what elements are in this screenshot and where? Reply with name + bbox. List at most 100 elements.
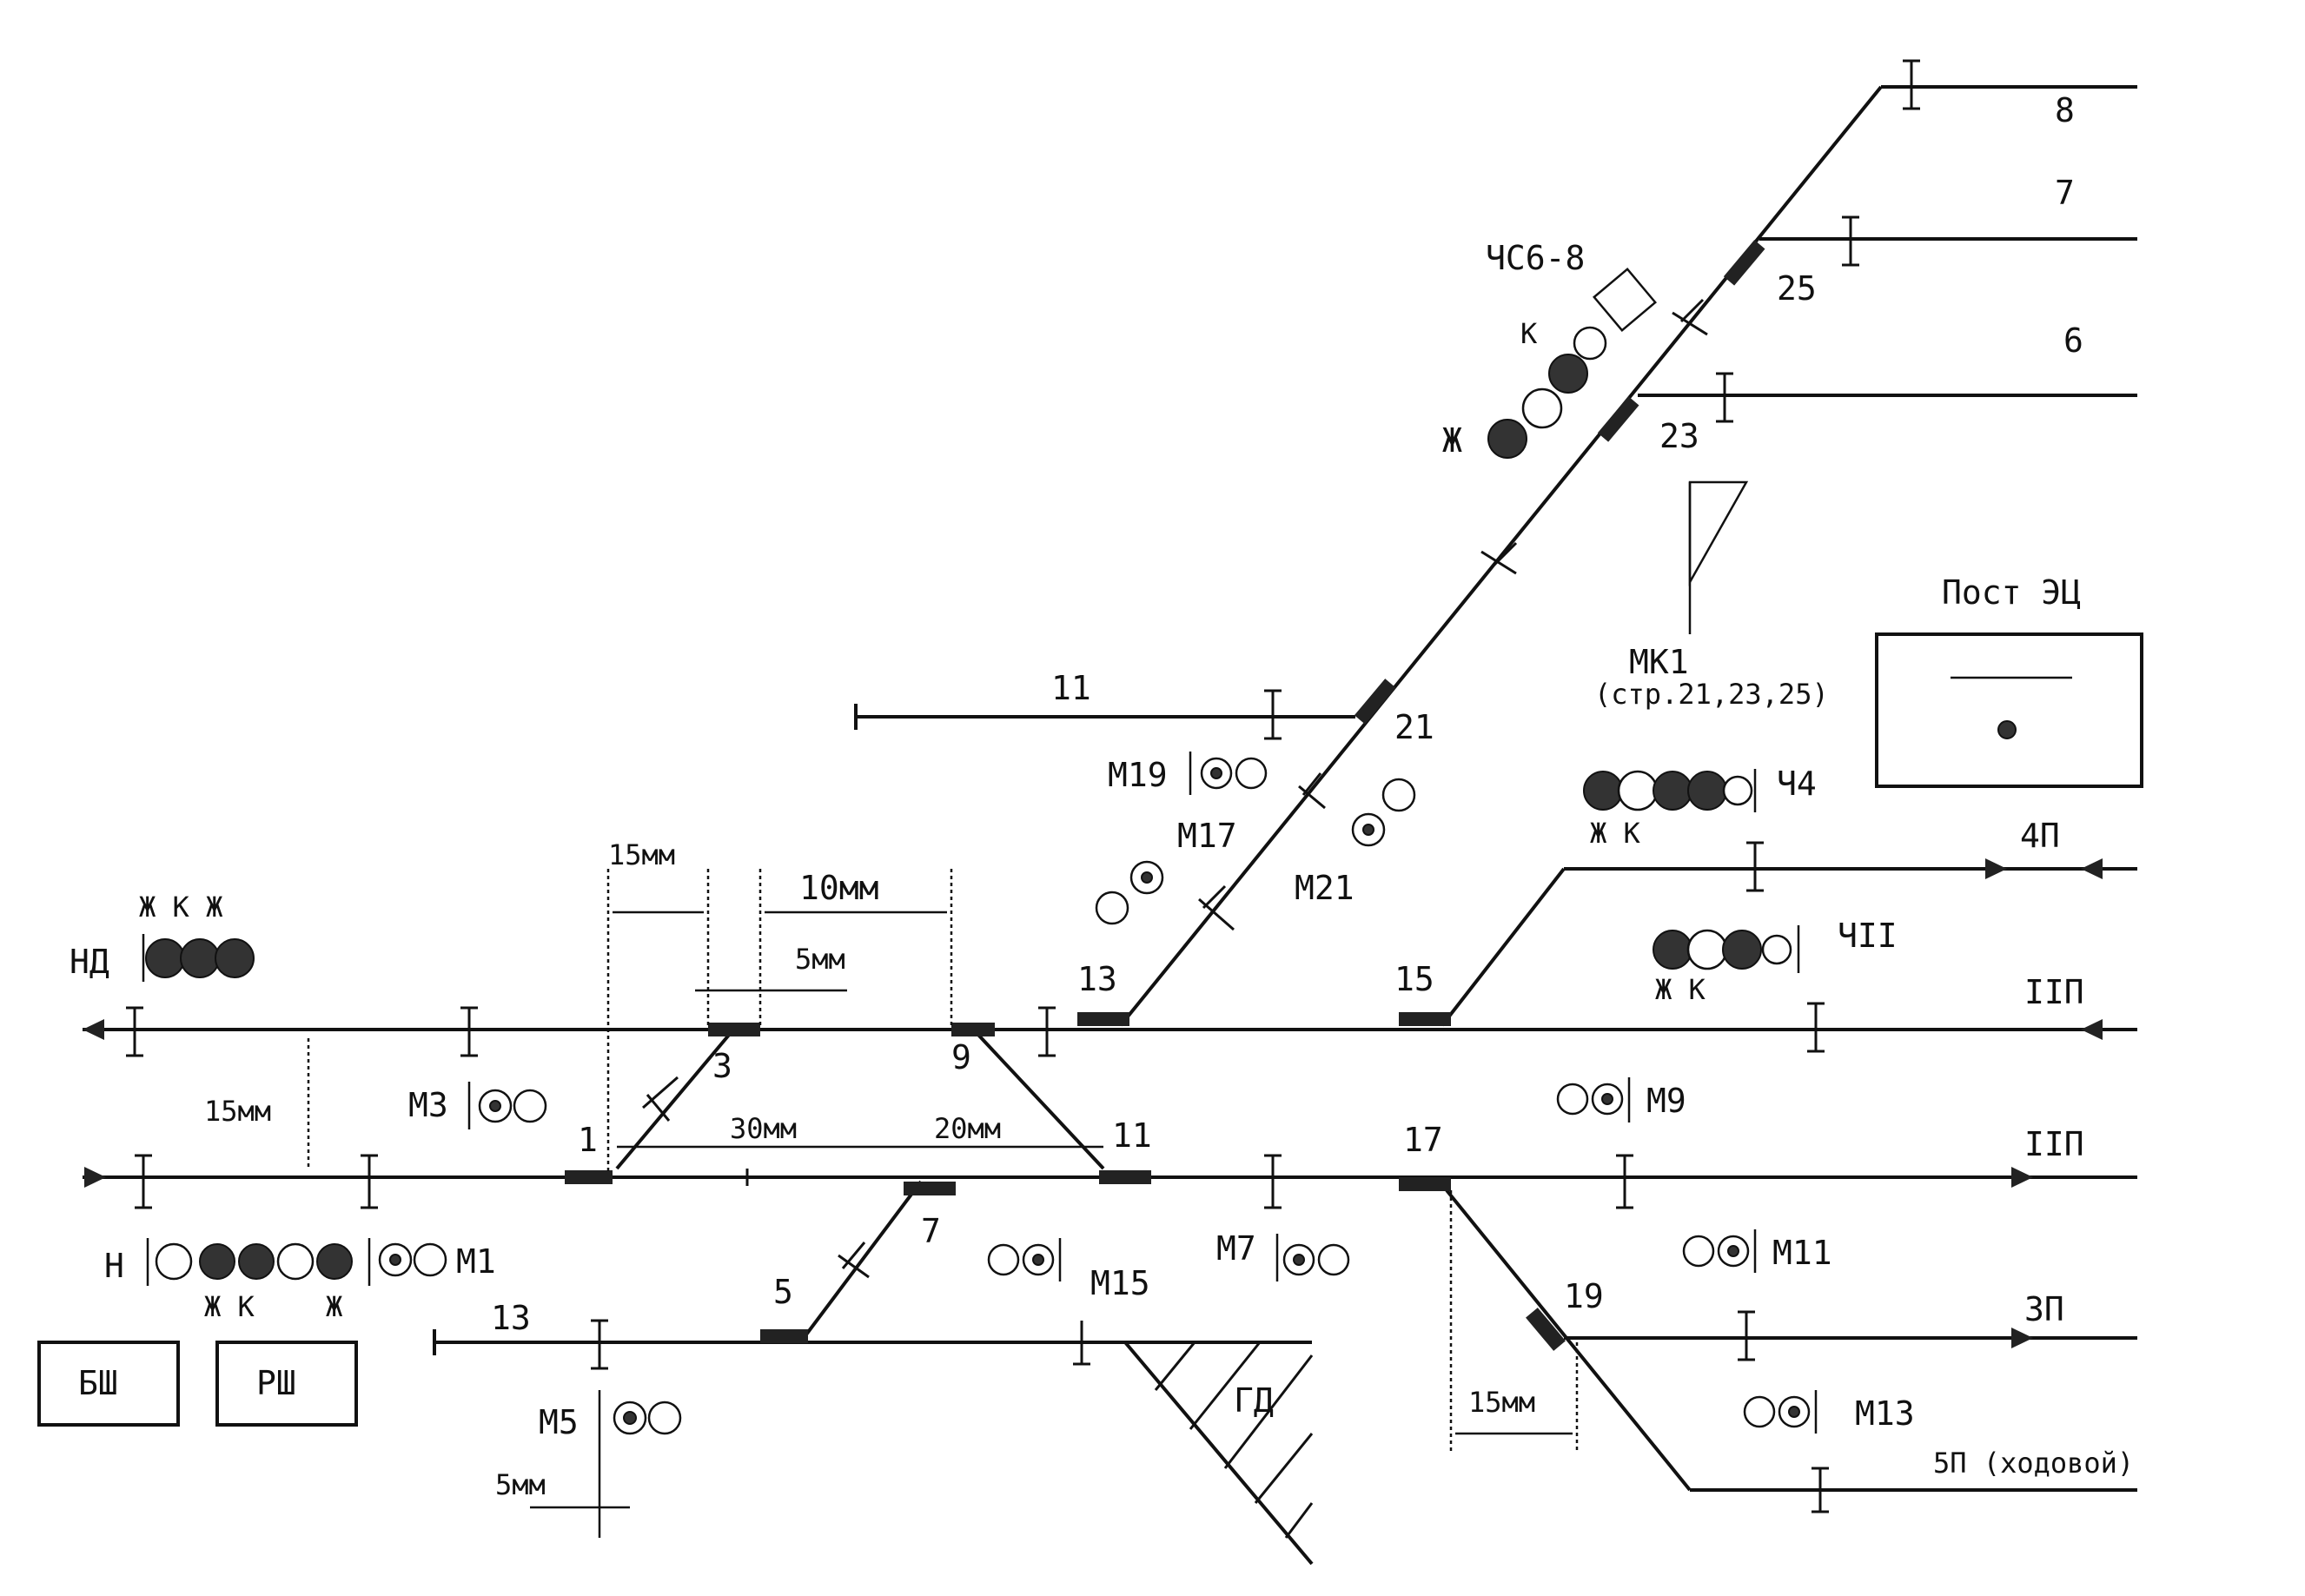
mk1-sub: (стр.21,23,25) [1594, 678, 1829, 711]
lamp [1095, 891, 1129, 925]
signal-n-lamp-labels-2: Ж [326, 1290, 343, 1323]
switch-25-label: 25 [1777, 269, 1817, 308]
signal-m3-label: M3 [408, 1086, 448, 1124]
signal-chs-k-label: К [1520, 317, 1538, 350]
post-ec-label: Пост ЭЦ [1942, 573, 2081, 612]
switch-3-points [708, 1023, 760, 1036]
lamp [316, 1243, 353, 1280]
gd-border [1123, 1341, 1314, 1566]
dim-5-top-label: 5мм [795, 943, 845, 976]
joint [1616, 1154, 1633, 1209]
switch-9-points [951, 1023, 995, 1036]
cabinets: БШ РШ [37, 1341, 358, 1427]
joint [591, 1319, 608, 1370]
dim-20-label: 20мм [934, 1112, 1001, 1145]
switch-labels: 1 3 9 11 13 15 17 7 5 19 21 23 25 [578, 269, 1817, 1315]
bsh-label: БШ [78, 1364, 118, 1402]
signal-m21-label: M21 [1295, 869, 1355, 907]
lamp [1653, 930, 1692, 970]
signal-m3: M3 [408, 1082, 547, 1129]
lamp [155, 1242, 193, 1281]
arrow-upper-right [2081, 1019, 2103, 1040]
track-lines [83, 85, 2137, 1492]
track-7-label: 7 [2055, 174, 2075, 212]
crossover-5-7 [802, 1180, 923, 1340]
joint [1264, 1154, 1282, 1209]
joint [1264, 689, 1282, 740]
signal-nd-label: НД [70, 943, 109, 981]
lamp-yellow [215, 938, 255, 978]
switch-21-label: 21 [1394, 708, 1434, 746]
switch-7-points [904, 1182, 956, 1195]
signal-m21: M21 [1295, 778, 1416, 907]
dim-15-right-label: 15мм [1468, 1386, 1535, 1419]
signal-m7: M7 [1216, 1229, 1350, 1281]
lamp [1743, 1395, 1776, 1428]
joint [1480, 541, 1518, 575]
hatch-line [1189, 1341, 1262, 1430]
lamp-dot [1293, 1254, 1305, 1266]
lamp-dot [1601, 1093, 1613, 1105]
lamp [1722, 930, 1762, 970]
lamp [1583, 771, 1623, 811]
track-4p-label: 4П [2020, 817, 2060, 855]
signal-ch3: ЧII Ж К [1653, 917, 1898, 1006]
switch-11-points [1099, 1170, 1151, 1184]
hatch-line [1154, 1341, 1196, 1391]
lamp [1573, 326, 1607, 361]
mk1-triangle [1688, 480, 1749, 586]
signal-m9: M9 [1556, 1077, 1686, 1122]
lamp [647, 1401, 682, 1435]
switch-13-points [1077, 1012, 1129, 1026]
joint [1812, 1467, 1829, 1513]
lamp [276, 1242, 315, 1281]
post-ec-box [1875, 632, 2143, 788]
lamp [199, 1243, 235, 1280]
joint [1038, 1006, 1056, 1057]
joint [126, 1006, 143, 1057]
switch-13-label: 13 [1077, 960, 1117, 998]
signal-m1: M1 [368, 1238, 496, 1286]
signal-m17: M17 [1095, 817, 1237, 925]
joint [1807, 1002, 1825, 1053]
track-6-label: 6 [2063, 321, 2083, 360]
lamp-dot [1210, 767, 1222, 779]
joint [1746, 841, 1764, 892]
signal-m5: M5 [539, 1390, 682, 1538]
switch-21-points [1354, 679, 1396, 725]
lamp-dot [389, 1254, 401, 1266]
lamp-dot [489, 1100, 501, 1112]
arrow-4p-right [1985, 858, 2007, 879]
switch-1-points [565, 1170, 613, 1184]
lamp [1687, 771, 1727, 811]
signal-m9-label: M9 [1646, 1082, 1686, 1120]
signal-nd: НД Ж К Ж [70, 891, 255, 982]
hatch-line [1223, 1354, 1314, 1469]
signals: НД Ж К Ж Н Ж К Ж M1 M [70, 239, 1915, 1538]
lamp-yellow [145, 938, 185, 978]
track-3p-label: 3П [2024, 1290, 2064, 1328]
signal-chs68-label: ЧС6-8 [1486, 239, 1585, 277]
switch-15-label: 15 [1394, 960, 1434, 998]
arrow-3p [2011, 1328, 2033, 1348]
signal-m7-label: M7 [1216, 1229, 1256, 1268]
lamp [413, 1242, 447, 1277]
signal-m17-label: M17 [1177, 817, 1237, 855]
signal-m13-label: M13 [1855, 1394, 1915, 1433]
joint [1903, 59, 1920, 110]
lamp [1548, 354, 1588, 394]
switch-11-label: 11 [1112, 1116, 1152, 1155]
lamp [1487, 419, 1527, 459]
joint [1716, 372, 1733, 423]
signal-m1-label: M1 [456, 1242, 496, 1281]
joint [1738, 1310, 1755, 1361]
track-lower-main-label: IIП [2024, 1125, 2084, 1163]
signal-m13: M13 [1743, 1390, 1915, 1434]
signal-m15-label: M15 [1090, 1264, 1150, 1302]
post-ec: Пост ЭЦ [1875, 573, 2143, 788]
signal-head [1593, 268, 1657, 332]
lamp-dot [1362, 824, 1374, 836]
signal-m15: M15 [987, 1238, 1150, 1302]
lamp [513, 1089, 547, 1123]
signal-ch4-lamp-labels: Ж К [1590, 817, 1641, 850]
